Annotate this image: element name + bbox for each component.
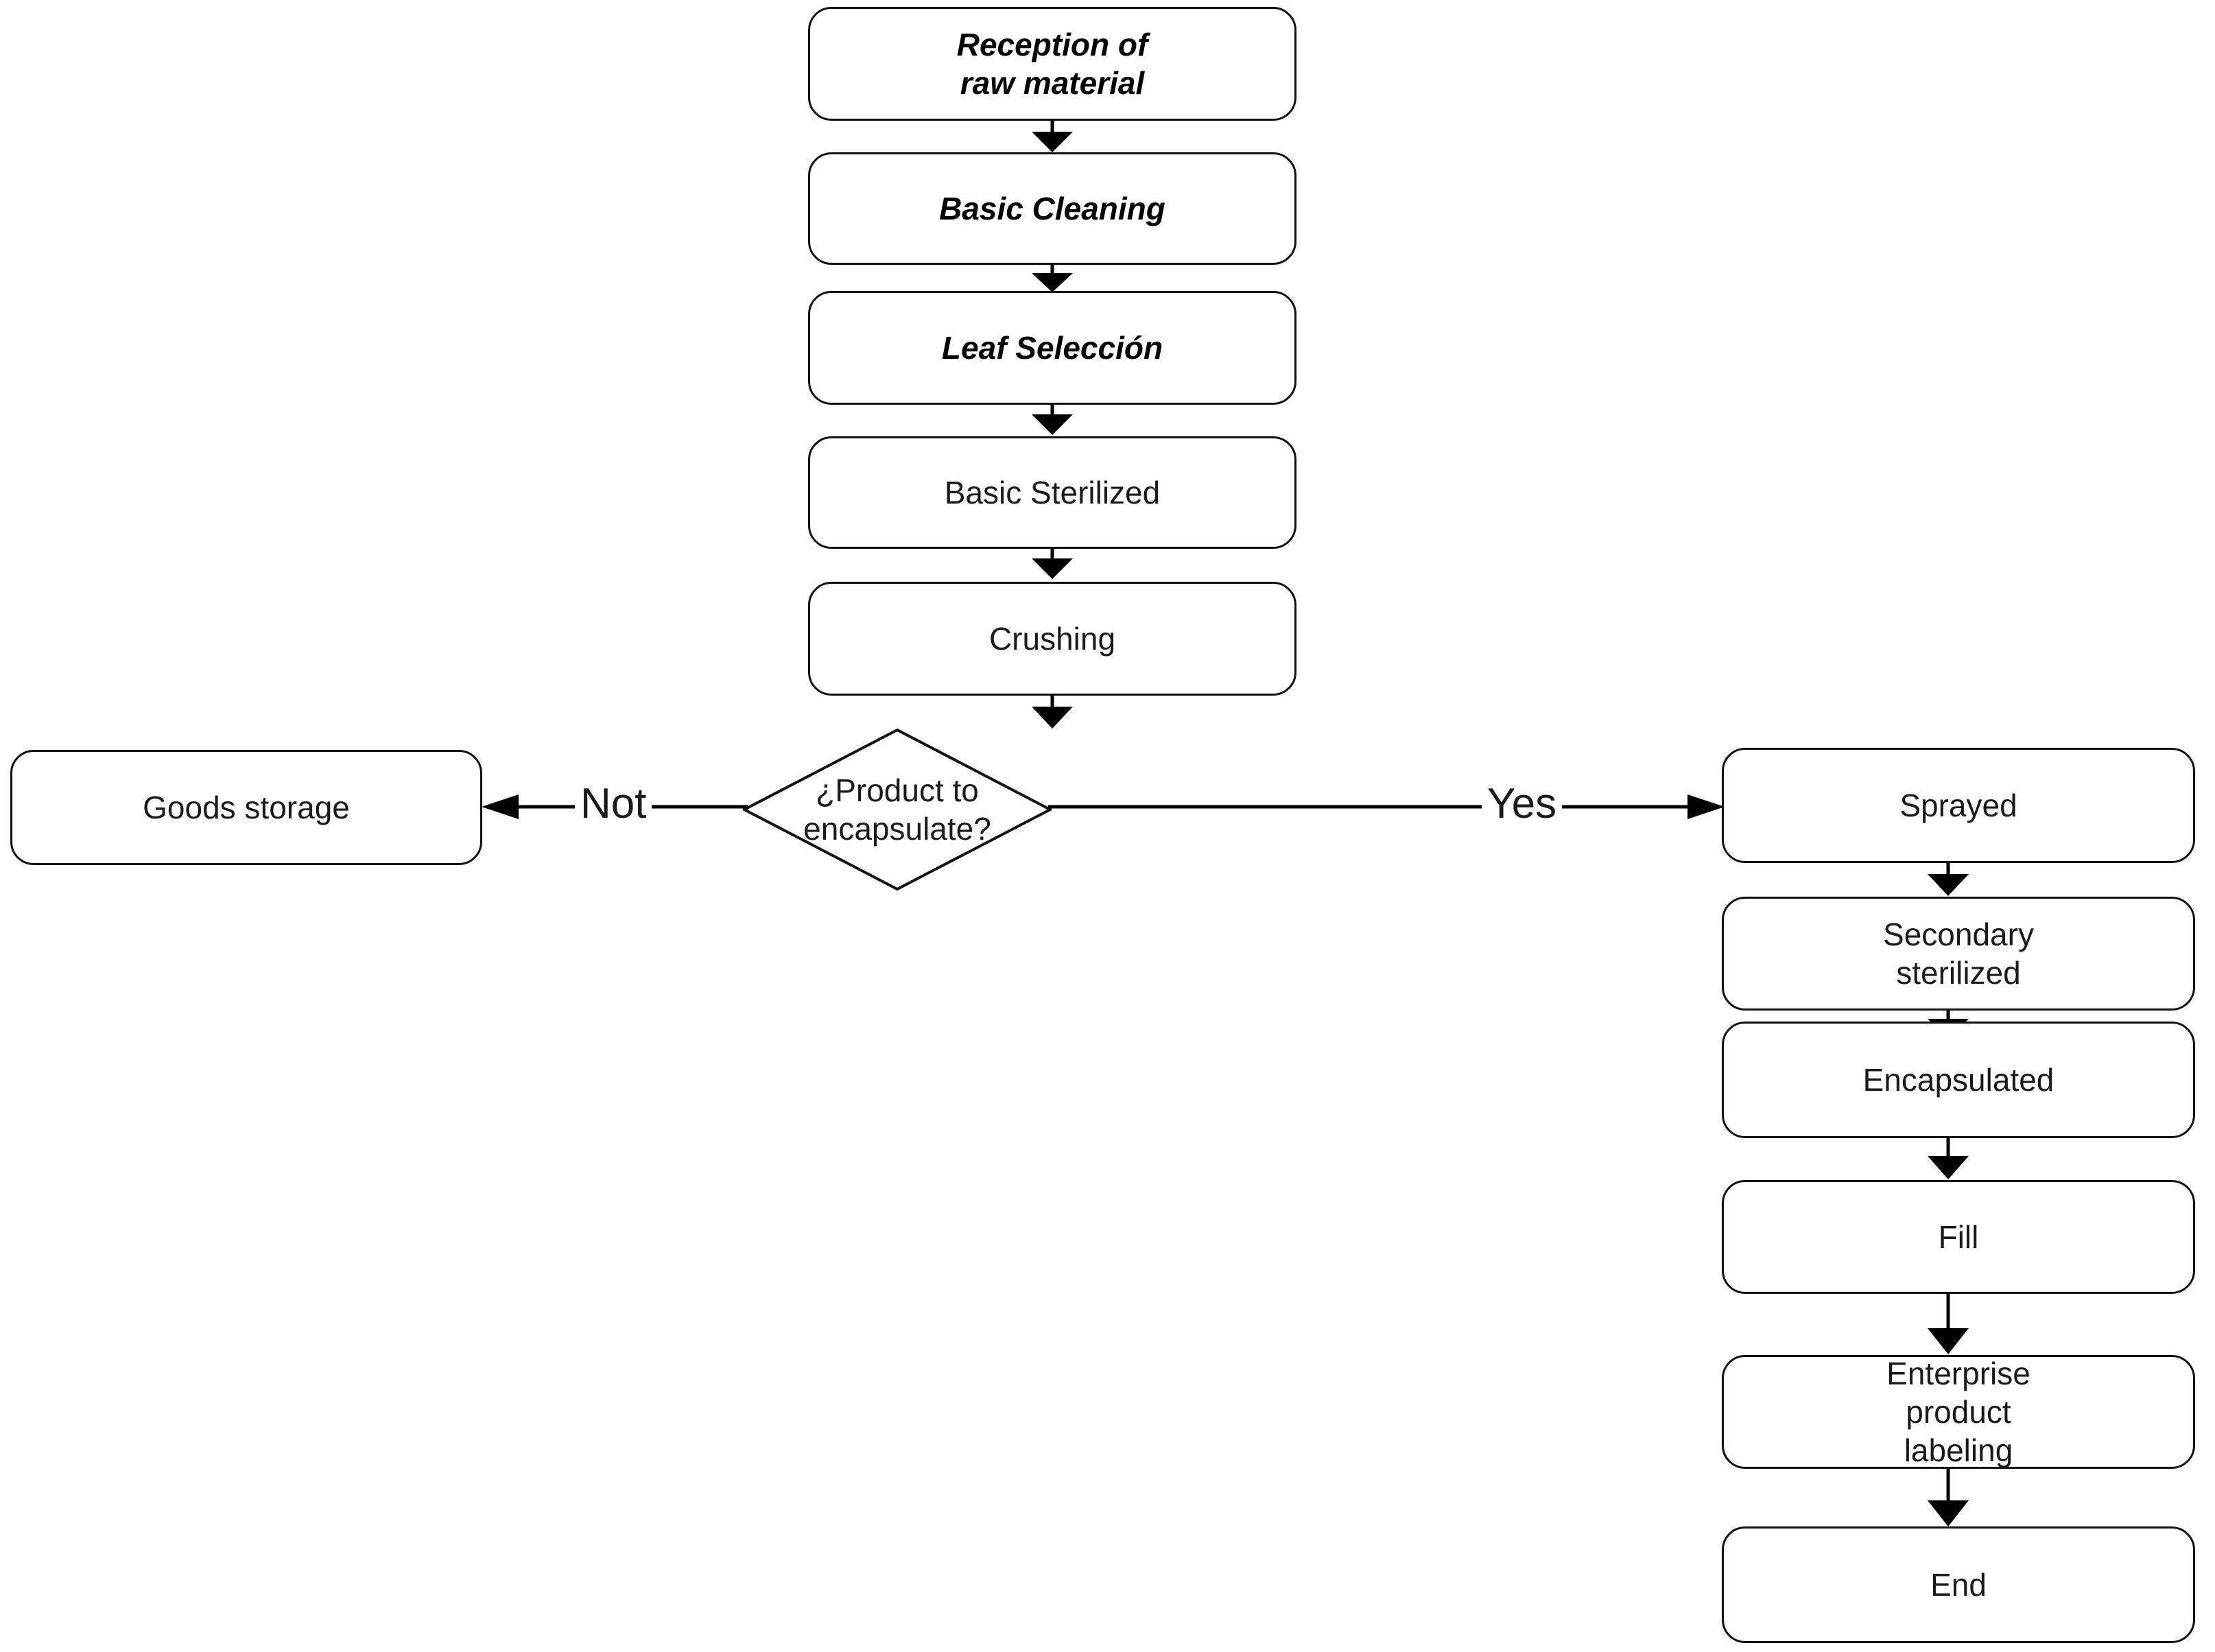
edge-label-yes: Yes xyxy=(1482,783,1563,825)
edge-basic-sterilized-to-crushing xyxy=(1032,549,1073,579)
edge-reception-to-basic-cleaning xyxy=(1032,121,1073,152)
node-basic-cleaning[interactable]: Basic Cleaning xyxy=(808,152,1296,265)
edge-crushing-to-decision xyxy=(1032,696,1073,729)
node-goods-storage[interactable]: Goods storage xyxy=(10,750,482,865)
node-enterprise-product-labeling[interactable]: Enterprise product labeling xyxy=(1722,1355,2195,1469)
node-sprayed[interactable]: Sprayed xyxy=(1722,748,2195,863)
node-secondary-sterilized[interactable]: Secondary sterilized xyxy=(1722,897,2195,1011)
edge-decision-to-sprayed xyxy=(1048,794,1725,819)
node-end[interactable]: End xyxy=(1722,1526,2195,1643)
diamond-shape xyxy=(743,729,1052,890)
edge-leaf-selection-to-basic-sterilized xyxy=(1032,405,1073,435)
node-crushing[interactable]: Crushing xyxy=(808,582,1296,696)
node-encapsulated[interactable]: Encapsulated xyxy=(1722,1022,2195,1138)
edge-enterprise-labeling-to-end xyxy=(1928,1469,1969,1526)
node-fill[interactable]: Fill xyxy=(1722,1180,2195,1294)
node-decision-product-to-encapsulate[interactable]: ¿Product to encapsulate? xyxy=(743,729,1052,890)
edge-sprayed-to-secondary-sterilized xyxy=(1928,863,1969,896)
edge-fill-to-enterprise-labeling xyxy=(1928,1294,1969,1354)
edge-basic-cleaning-to-leaf-selection xyxy=(1032,265,1073,292)
edge-encapsulated-to-fill xyxy=(1928,1138,1969,1179)
decision-label: ¿Product to encapsulate? xyxy=(803,772,991,847)
node-leaf-seleccion[interactable]: Leaf Selección xyxy=(808,291,1296,405)
node-reception-of-raw-material[interactable]: Reception of raw material xyxy=(808,7,1296,121)
edge-label-not: Not xyxy=(575,783,652,825)
node-basic-sterilized[interactable]: Basic Sterilized xyxy=(808,436,1296,549)
